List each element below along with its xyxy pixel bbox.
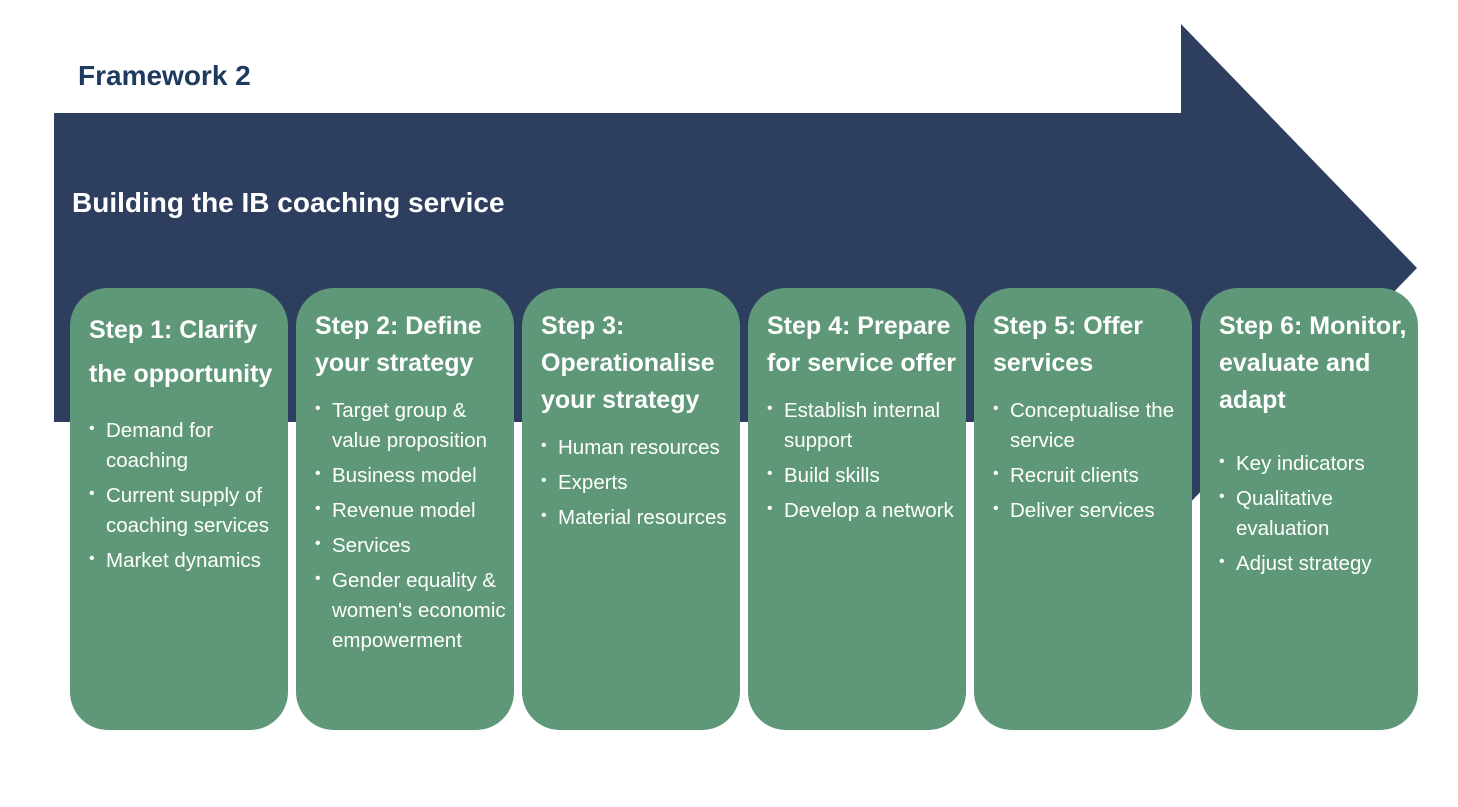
step-title: Step 2: Define your strategy — [315, 312, 482, 377]
step-list: Key indicators Qualitative evaluation Ad… — [1219, 449, 1410, 579]
step-list: Conceptualise the service Recruit client… — [993, 396, 1184, 526]
step-list: Establish internal support Build skills … — [767, 396, 958, 526]
step-list: Demand for coaching Current supply of co… — [89, 416, 280, 576]
framework-title: Framework 2 — [78, 60, 251, 91]
list-item: Market dynamics — [89, 546, 280, 576]
list-item: Deliver services — [993, 496, 1184, 526]
step-card-2: Step 2: Define your strategy Target grou… — [296, 288, 514, 730]
list-item: Material resources — [541, 503, 732, 533]
step-title: Step 4: Prepare for service offer — [767, 312, 956, 377]
list-item: Demand for coaching — [89, 416, 280, 476]
list-item: Recruit clients — [993, 461, 1184, 491]
step-card-3: Step 3: Operationalise your strategy Hum… — [522, 288, 740, 730]
step-list: Human resources Experts Material resourc… — [541, 433, 732, 533]
step-card-4: Step 4: Prepare for service offer Establ… — [748, 288, 966, 730]
step-title: Step 5: Offer services — [993, 312, 1144, 377]
step-title: Step 1: Clarify the opportunity — [89, 316, 273, 388]
step-card-6: Step 6: Monitor, evaluate and adapt Key … — [1200, 288, 1418, 730]
list-item: Current supply of coaching services — [89, 481, 280, 541]
step-title: Step 6: Monitor, evaluate and adapt — [1219, 312, 1407, 414]
list-item: Revenue model — [315, 496, 506, 526]
list-item: Services — [315, 531, 506, 561]
list-item: Qualitative evaluation — [1219, 484, 1410, 544]
step-title: Step 3: Operationalise your strategy — [541, 312, 715, 414]
list-item: Experts — [541, 468, 732, 498]
list-item: Build skills — [767, 461, 958, 491]
list-item: Human resources — [541, 433, 732, 463]
list-item: Establish internal support — [767, 396, 958, 456]
step-card-1: Step 1: Clarify the opportunity Demand f… — [70, 288, 288, 730]
banner-title: Building the IB coaching service — [72, 187, 505, 218]
step-card-5: Step 5: Offer services Conceptualise the… — [974, 288, 1192, 730]
step-list: Target group & value proposition Busines… — [315, 396, 506, 656]
list-item: Adjust strategy — [1219, 549, 1410, 579]
list-item: Conceptualise the service — [993, 396, 1184, 456]
list-item: Key indicators — [1219, 449, 1410, 479]
list-item: Gender equality & women's economic empow… — [315, 566, 506, 656]
list-item: Business model — [315, 461, 506, 491]
list-item: Target group & value proposition — [315, 396, 506, 456]
list-item: Develop a network — [767, 496, 958, 526]
